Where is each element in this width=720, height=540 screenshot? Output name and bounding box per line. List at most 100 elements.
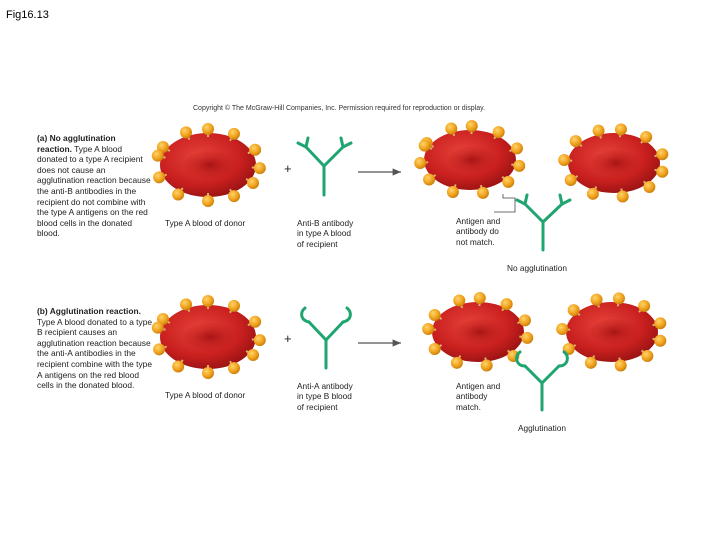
panel-b-match-caption-line2: antibody bbox=[456, 391, 488, 402]
panel-a-match-caption: Antigen and antibody do not match. bbox=[456, 216, 500, 247]
antigen bbox=[492, 126, 505, 139]
red-blood-cell bbox=[568, 133, 660, 193]
panel-b-match-caption-line1: Antigen and bbox=[456, 381, 501, 391]
panel-a-match-caption-line2: antibody do bbox=[456, 226, 499, 237]
antigen bbox=[643, 181, 656, 194]
red-blood-cell bbox=[432, 302, 524, 362]
antigen bbox=[614, 123, 627, 136]
antigen bbox=[656, 165, 669, 178]
antigen bbox=[473, 292, 486, 305]
type-a-antigens bbox=[151, 120, 669, 379]
antigen bbox=[640, 130, 653, 143]
panel-b-body: Type A blood donated to a type B recipie… bbox=[37, 316, 153, 391]
antigen bbox=[567, 304, 580, 317]
panel-a-antibody-caption-line3: of recipient bbox=[297, 238, 338, 249]
antigen bbox=[446, 185, 459, 198]
antigen bbox=[428, 309, 441, 321]
panel-b-match-caption-line3: match. bbox=[456, 401, 481, 412]
panel-b-result-label: Agglutination bbox=[518, 423, 566, 433]
antigen bbox=[564, 174, 577, 186]
antigen bbox=[638, 299, 651, 312]
panel-b-match-caption: Antigen and antibody match. bbox=[456, 381, 500, 412]
antigen bbox=[247, 349, 260, 361]
antigen bbox=[422, 323, 435, 336]
red-blood-cell bbox=[160, 133, 256, 197]
antigen bbox=[247, 177, 260, 189]
antigen bbox=[518, 314, 531, 327]
antigen bbox=[253, 162, 266, 175]
antigen bbox=[453, 294, 466, 307]
antigen bbox=[156, 141, 169, 153]
antigen bbox=[228, 127, 240, 140]
antigen bbox=[428, 343, 441, 355]
panel-a-antibody-caption: Anti-B antibody in type A blood of recip… bbox=[297, 218, 353, 249]
panel-a-match-caption-line3: not match. bbox=[456, 236, 495, 247]
antigen bbox=[502, 175, 515, 188]
panel-b-description: (b) Agglutination reaction. Type A blood… bbox=[37, 306, 152, 391]
antigen bbox=[654, 334, 667, 347]
antigen bbox=[202, 195, 214, 207]
antigen bbox=[228, 190, 240, 203]
anti-b-antibody bbox=[296, 136, 353, 197]
antigen bbox=[590, 293, 603, 306]
antigen bbox=[500, 298, 513, 311]
antigen bbox=[521, 331, 534, 344]
antigen bbox=[249, 315, 262, 328]
panel-b-antibody-caption-line2: in type B blood bbox=[297, 391, 352, 402]
panel-a-result-label: No agglutination bbox=[507, 263, 567, 273]
antigen bbox=[153, 343, 166, 356]
antigen bbox=[202, 367, 214, 379]
panel-a-antibody-caption-line2: in type A blood bbox=[297, 228, 351, 239]
panel-a-description: (a) No agglutination reaction. Type A bl… bbox=[37, 133, 152, 239]
antigen bbox=[612, 292, 625, 305]
non-matching-antibody bbox=[515, 193, 572, 252]
antigen bbox=[418, 139, 431, 152]
antigen bbox=[228, 362, 240, 375]
antigen bbox=[465, 120, 478, 133]
panel-a-body: Type A blood donated to a type A recipie… bbox=[37, 143, 151, 239]
panel-a-heading: (a) No agglutination reaction. bbox=[37, 133, 116, 154]
bound-antibody bbox=[515, 350, 569, 412]
antigen bbox=[586, 187, 599, 200]
antigen bbox=[616, 190, 629, 203]
antigen bbox=[592, 124, 605, 137]
antigen bbox=[556, 323, 569, 336]
antigen bbox=[151, 321, 164, 334]
panel-b-heading: (b) Agglutination reaction. bbox=[37, 306, 141, 316]
antigen bbox=[156, 313, 169, 325]
antigen bbox=[584, 356, 597, 369]
panel-b-antibody-caption-line1: Anti-A antibody bbox=[297, 381, 353, 391]
antigen bbox=[423, 173, 436, 186]
copyright-notice: Copyright © The McGraw-Hill Companies, I… bbox=[193, 105, 486, 112]
antigen bbox=[480, 359, 493, 372]
antigen bbox=[614, 359, 627, 372]
antigen bbox=[414, 156, 427, 169]
red-blood-cell bbox=[566, 302, 658, 362]
antigen bbox=[450, 356, 463, 369]
panel-a-plus-sign: + bbox=[284, 161, 292, 176]
antigen bbox=[445, 122, 458, 135]
antigen bbox=[641, 350, 654, 363]
antigen bbox=[172, 360, 185, 373]
antigen bbox=[253, 334, 266, 347]
antigen bbox=[656, 148, 669, 161]
figure-label: Fig16.13 bbox=[6, 9, 49, 21]
red-blood-cell bbox=[424, 130, 516, 190]
antigen bbox=[202, 295, 214, 307]
panel-b-donor-caption: Type A blood of donor bbox=[165, 390, 246, 400]
antigen bbox=[513, 159, 526, 172]
panel-b-antibody-caption-line3: of recipient bbox=[297, 401, 338, 412]
antigen bbox=[172, 188, 185, 201]
anti-a-antibody bbox=[300, 306, 352, 370]
antigen bbox=[228, 299, 240, 312]
antigen bbox=[510, 142, 523, 155]
panel-a-donor-caption: Type A blood of donor bbox=[165, 218, 246, 228]
antigen bbox=[476, 186, 489, 199]
antigen bbox=[202, 123, 214, 135]
antigen bbox=[569, 135, 582, 148]
panel-b-plus-sign: + bbox=[284, 331, 292, 346]
antigen bbox=[151, 149, 164, 162]
antigen bbox=[153, 171, 166, 184]
antigen bbox=[180, 298, 193, 311]
